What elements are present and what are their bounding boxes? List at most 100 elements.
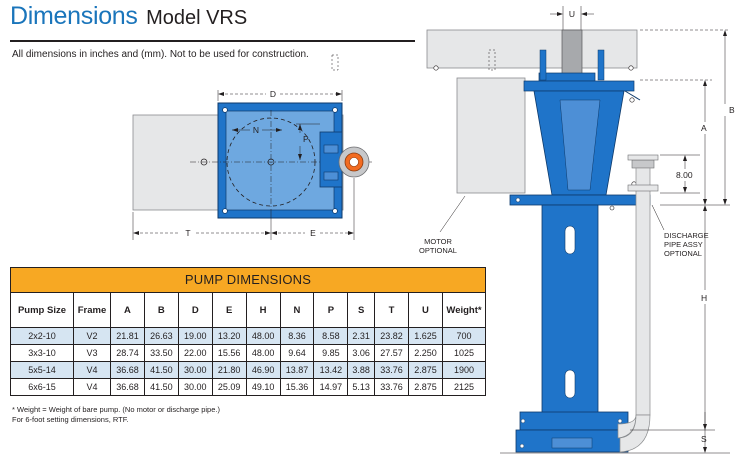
cell: 2.875 — [407, 361, 444, 379]
footnotes: * Weight = Weight of bare pump. (No moto… — [12, 405, 220, 425]
cell: 2x2-10 — [10, 327, 74, 345]
page-heading: Dimensions Model VRS — [10, 2, 247, 31]
cell: 13.87 — [279, 361, 315, 379]
col-p: P — [313, 292, 349, 328]
col-pump-size: Pump Size — [10, 292, 74, 328]
pump-head-flange — [523, 80, 635, 92]
model-name: Model VRS — [146, 7, 248, 29]
col-weight: Weight* — [442, 292, 486, 328]
motor-top-housing — [426, 29, 638, 69]
cell: 48.00 — [245, 327, 281, 345]
plan-valve — [323, 144, 339, 154]
dim-label-p: P — [303, 134, 309, 144]
motor-body — [456, 77, 526, 194]
plan-motor-panel — [132, 114, 344, 211]
cell: 1.625 — [407, 327, 444, 345]
cell: 19.00 — [177, 327, 213, 345]
cell: 15.56 — [211, 344, 247, 362]
cell: 22.00 — [177, 344, 213, 362]
cell: 36.68 — [110, 378, 145, 396]
bolt-icon — [629, 97, 635, 103]
cell: 33.76 — [374, 378, 409, 396]
footnote-weight: * Weight = Weight of bare pump. (No moto… — [12, 405, 220, 414]
cell: V4 — [73, 378, 111, 396]
motor-center-icon — [200, 158, 208, 166]
col-n: N — [279, 292, 315, 328]
bolt-icon — [222, 107, 228, 113]
footnote-six-foot: For 6-foot setting dimensions, RTF. — [12, 415, 129, 424]
cell: 21.81 — [110, 327, 145, 345]
discharge-note-line1: DISCHARGE — [664, 231, 709, 240]
cell: V4 — [73, 361, 111, 379]
cell: 5x5-14 — [10, 361, 74, 379]
cell: 1025 — [442, 344, 486, 362]
cell: 14.97 — [313, 378, 349, 396]
pump-casing — [515, 429, 629, 453]
plan-baseplate — [217, 102, 343, 219]
units-note: All dimensions in inches and (mm). Not t… — [12, 49, 309, 60]
dim-label-u: U — [569, 9, 575, 19]
title-rule — [10, 40, 415, 42]
dim-label-h: H — [701, 293, 707, 303]
cell: 1900 — [442, 361, 486, 379]
table-title: PUMP DIMENSIONS — [10, 267, 486, 292]
cell: 3.88 — [347, 361, 376, 379]
cell: 41.50 — [143, 361, 179, 379]
discharge-bore-icon — [349, 157, 359, 167]
cell: 15.36 — [279, 378, 315, 396]
dimensions-grid: Pump Size Frame A B D E H N P S T U Weig… — [10, 292, 486, 396]
cell: 2.31 — [347, 327, 376, 345]
cell: 30.00 — [177, 378, 213, 396]
cell: 30.00 — [177, 361, 213, 379]
bolt-icon — [609, 205, 615, 211]
bolt-icon — [639, 197, 645, 203]
cell: 36.68 — [110, 361, 145, 379]
discharge-elbow — [619, 414, 651, 453]
bolt-icon — [332, 208, 338, 214]
cell: 49.10 — [245, 378, 281, 396]
col-e: E — [211, 292, 247, 328]
cell: 8.36 — [279, 327, 315, 345]
cell: 8.58 — [313, 327, 349, 345]
cell: 5.13 — [347, 378, 376, 396]
pump-baseplate — [509, 194, 651, 206]
cell: 23.82 — [374, 327, 409, 345]
pump-casing-top — [519, 411, 629, 431]
col-s: S — [347, 292, 376, 328]
cell: 25.09 — [211, 378, 247, 396]
bolt-icon — [332, 107, 338, 113]
discharge-note-line2: PIPE ASSY — [664, 240, 703, 249]
col-b: B — [143, 292, 179, 328]
plan-bowl-outline — [226, 117, 316, 207]
dim-label-e: E — [310, 228, 316, 238]
plan-baseplate-inner — [225, 110, 335, 211]
col-t: T — [374, 292, 409, 328]
bolt-icon — [515, 197, 521, 203]
dim-label-d: D — [270, 89, 276, 99]
cell: 41.50 — [143, 378, 179, 396]
col-frame: Frame — [73, 292, 111, 328]
cell: 13.42 — [313, 361, 349, 379]
cell: 27.57 — [374, 344, 409, 362]
table-header-row: Pump Size Frame A B D E H N P S T U Weig… — [10, 292, 486, 328]
cell: 700 — [442, 327, 486, 345]
dim-label-t: T — [185, 228, 190, 238]
dim-label-n: N — [253, 125, 259, 135]
motor-optional-line1: MOTOR — [424, 237, 452, 246]
pump-shaft — [561, 29, 583, 79]
bolt-icon — [222, 208, 228, 214]
bolt-icon — [631, 181, 637, 187]
discharge-pipe — [635, 167, 651, 416]
cell: 3x3-10 — [10, 344, 74, 362]
discharge-note-line3: OPTIONAL — [664, 249, 702, 258]
cell: 21.80 — [211, 361, 247, 379]
cell: 28.74 — [110, 344, 145, 362]
plan-discharge-block — [319, 131, 343, 188]
cell: 2.250 — [407, 344, 444, 362]
col-u: U — [407, 292, 444, 328]
bolt-icon — [628, 65, 634, 71]
pump-pedestal — [533, 90, 625, 196]
